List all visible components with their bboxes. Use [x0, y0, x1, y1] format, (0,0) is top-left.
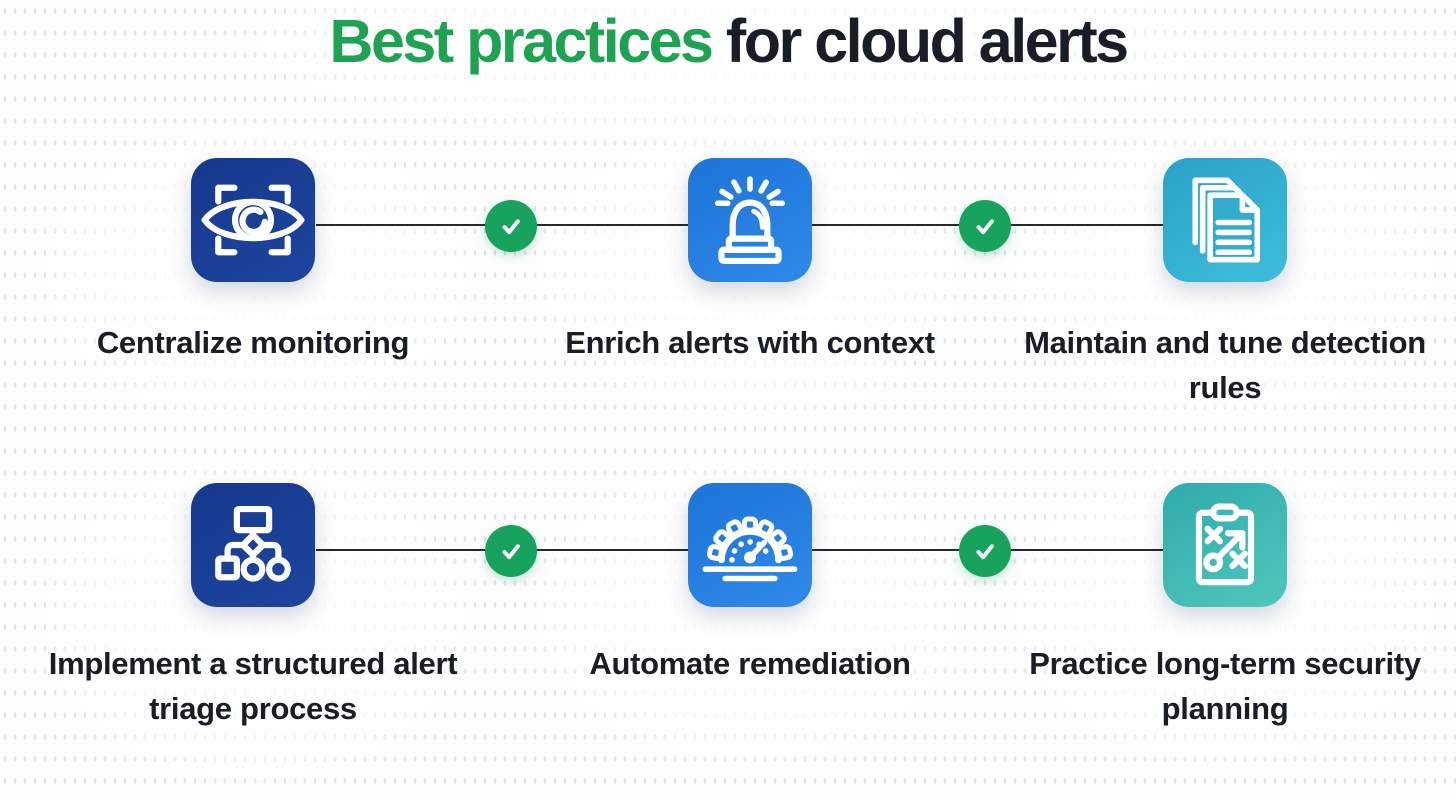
- check-icon: [976, 219, 994, 235]
- title-highlight: Best practices: [329, 7, 714, 75]
- gauge-icon: [702, 516, 798, 582]
- step-enrich-alerts: Enrich alerts with context: [530, 158, 970, 365]
- strategy-clipboard-icon: [1195, 503, 1255, 586]
- icon-tile: [1163, 483, 1287, 607]
- step-security-planning: Practice long-term security planning: [1005, 483, 1445, 731]
- icon-tile: [688, 158, 812, 282]
- documents-icon: [1192, 177, 1261, 263]
- check-icon: [502, 219, 520, 235]
- step-triage-process: Implement a structured alert triage proc…: [33, 483, 473, 731]
- flowchart-icon: [215, 505, 291, 582]
- page-title: Best practices for cloud alerts: [0, 6, 1456, 76]
- icon-tile: [191, 158, 315, 282]
- step-label: Practice long-term security planning: [1029, 646, 1421, 726]
- step-label: Enrich alerts with context: [565, 325, 935, 360]
- icon-tile: [688, 483, 812, 607]
- step-label: Maintain and tune detection rules: [1024, 325, 1426, 405]
- step-label: Automate remediation: [589, 646, 911, 681]
- icon-tile: [1163, 158, 1287, 282]
- check-icon: [976, 544, 994, 560]
- siren-icon: [714, 176, 786, 265]
- step-label: Implement a structured alert triage proc…: [48, 646, 458, 726]
- step-automate-remediation: Automate remediation: [530, 483, 970, 686]
- eye-scan-icon: [201, 184, 305, 256]
- step-label: Centralize monitoring: [96, 325, 410, 360]
- icon-tile: [191, 483, 315, 607]
- step-maintain-rules: Maintain and tune detection rules: [1005, 158, 1445, 410]
- title-rest: for cloud alerts: [711, 7, 1129, 75]
- check-icon: [502, 544, 520, 560]
- step-centralize-monitoring: Centralize monitoring: [33, 158, 473, 365]
